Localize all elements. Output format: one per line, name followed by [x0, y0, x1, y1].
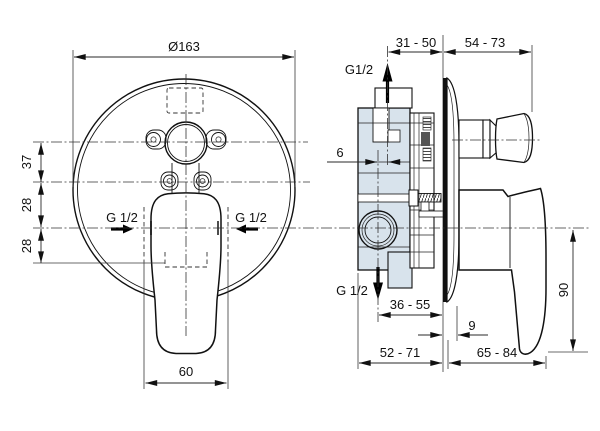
- body-recess: [372, 107, 390, 143]
- dim-centre-offset: 6: [327, 145, 401, 165]
- dim-37-label: 37: [19, 155, 34, 169]
- body-notch: [387, 129, 401, 143]
- dim-recess-depth: 31 - 50: [388, 35, 442, 55]
- diverter-knob: [458, 112, 534, 164]
- dim-projection: 54 - 73: [444, 35, 533, 112]
- dim-36-55-label: 36 - 55: [390, 297, 430, 312]
- lower-mounting-ears: [160, 171, 212, 191]
- hidden-bracket: [164, 252, 208, 268]
- dim-28a-label: 28: [19, 198, 34, 212]
- cartridge-nut: [421, 132, 430, 146]
- dim-handle-projection: 65 - 84: [447, 340, 547, 369]
- dim-31-50-label: 31 - 50: [396, 35, 436, 50]
- dim-diameter: Ø163: [72, 39, 296, 187]
- dim-diameter-label: Ø163: [168, 39, 200, 54]
- side-view: 31 - 50 54 - 73 G1/2 6 G 1/2: [327, 35, 588, 372]
- front-view: Ø163 37 28 28 G 1/2 G 1/2 60: [19, 39, 296, 389]
- dim-body-depth: 52 - 71: [357, 273, 442, 369]
- dim-9-label: 9: [468, 318, 475, 333]
- dim-54-73-label: 54 - 73: [465, 35, 505, 50]
- dim-handle-width: 60: [145, 364, 227, 386]
- outlet-bottom-callout: G 1/2: [336, 267, 383, 300]
- outlet-top-label: G1/2: [345, 62, 373, 77]
- top-pipe-stub: [374, 87, 413, 109]
- dim-6-label: 6: [336, 145, 343, 160]
- dim-rough-in: 36 - 55: [379, 297, 442, 318]
- lever-handle-side: [458, 187, 547, 355]
- escutcheon-side: [443, 76, 460, 304]
- dim-vertical-chain: 37 28 28: [19, 143, 44, 263]
- dim-plate-gap: 9: [418, 306, 488, 341]
- dim-handle-height: 90: [548, 230, 588, 353]
- hidden-pipe-outline: [166, 87, 204, 114]
- dim-90-label: 90: [556, 283, 571, 297]
- dim-28b-label: 28: [19, 239, 34, 253]
- inlet-left-callout: G 1/2: [106, 210, 138, 234]
- fixing-screw: [408, 189, 446, 218]
- inlet-right-callout: G 1/2: [235, 210, 267, 234]
- centerlines: [33, 46, 590, 336]
- inlet-left-label: G 1/2: [106, 210, 138, 225]
- dim-60-label: 60: [179, 364, 193, 379]
- dim-65-84-label: 65 - 84: [477, 345, 517, 360]
- inlet-right-label: G 1/2: [235, 210, 267, 225]
- body-slider-band: [357, 193, 411, 203]
- dim-52-71-label: 52 - 71: [380, 345, 420, 360]
- outlet-bottom-label: G 1/2: [336, 283, 368, 298]
